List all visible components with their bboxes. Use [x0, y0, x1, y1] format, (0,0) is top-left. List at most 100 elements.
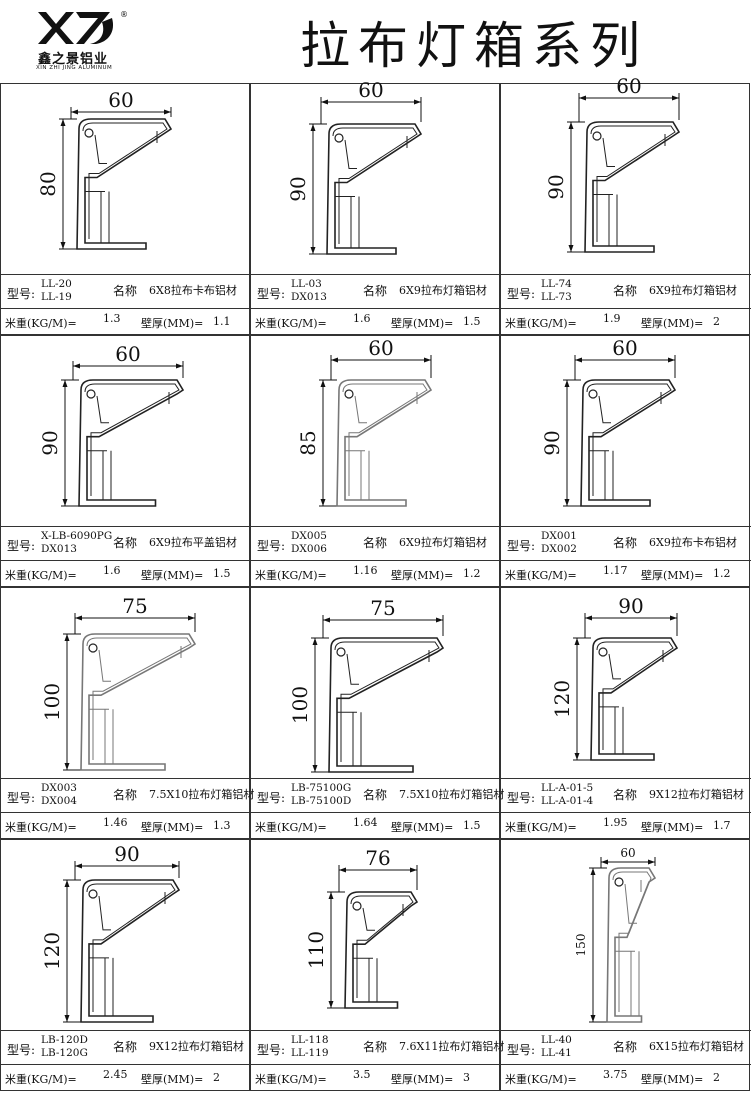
width-dimension: 60 — [612, 336, 637, 360]
height-dimension-line — [309, 123, 327, 255]
profile-outline — [586, 383, 672, 496]
profile-outline — [98, 646, 182, 682]
profile-outline — [336, 379, 433, 507]
product-name: 9X12拉布灯箱铝材 — [149, 1040, 244, 1053]
weight-value: 1.6 — [353, 312, 371, 325]
profile-drawing: 6090 — [544, 74, 681, 253]
height-dimension: 100 — [288, 686, 312, 724]
dimension-arrow — [339, 867, 346, 873]
name-label: 名称 — [113, 788, 138, 802]
name-label: 名称 — [113, 1040, 138, 1054]
dimension-arrow — [320, 499, 326, 506]
model-number: LL-119 — [291, 1047, 329, 1059]
company-logo: ® 鑫之景铝业 XIN ZHI JING ALUMINUM — [36, 8, 128, 72]
profile-outline — [94, 131, 158, 164]
width-dimension: 60 — [616, 74, 641, 98]
dimension-arrow — [312, 765, 318, 772]
dimension-arrow — [64, 880, 70, 887]
dimension-arrow — [410, 867, 417, 873]
weight-value: 1.95 — [603, 816, 628, 829]
height-dimension: 80 — [36, 171, 60, 196]
name-label: 名称 — [113, 536, 138, 550]
thickness-value: 1.7 — [713, 819, 731, 832]
xzj-logo-icon — [38, 12, 114, 44]
thickness-label: 壁厚(MM)= — [141, 569, 204, 582]
thickness-value: 2 — [213, 1071, 220, 1084]
product-name: 7.5X10拉布灯箱铝材 — [399, 788, 505, 801]
profile-outline — [89, 708, 114, 764]
dimension-arrow — [62, 499, 68, 506]
dimension-arrow — [590, 1015, 596, 1022]
dimension-arrow — [320, 380, 326, 387]
height-dimension-line — [327, 891, 345, 1009]
model-label: 型号: — [257, 539, 286, 553]
clip-hook — [588, 389, 598, 399]
product-name: 7.6X11拉布灯箱铝材 — [399, 1040, 505, 1053]
profile-outline — [590, 637, 679, 761]
dimension-arrow — [328, 892, 334, 899]
width-dimension-line — [578, 93, 680, 122]
weight-value: 3.5 — [353, 1068, 371, 1081]
name-label: 名称 — [363, 284, 388, 298]
thickness-label: 壁厚(MM)= — [641, 1073, 704, 1086]
profile-outline — [337, 711, 362, 766]
model-number: LL-41 — [541, 1047, 572, 1059]
weight-value: 1.17 — [603, 564, 628, 577]
height-dimension-line — [61, 379, 79, 507]
thickness-label: 壁厚(MM)= — [391, 569, 454, 582]
clip-hook — [614, 877, 624, 887]
profile-outline — [84, 383, 180, 496]
height-dimension-line — [319, 379, 337, 507]
weight-label: 米重(KG/M)= — [505, 569, 577, 582]
height-dimension-line — [567, 121, 585, 253]
profile-outline — [326, 123, 423, 255]
model-number: DX005 — [291, 530, 327, 542]
profile-outline — [335, 196, 360, 248]
thickness-label: 壁厚(MM)= — [641, 821, 704, 834]
thickness-value: 2 — [713, 1071, 720, 1084]
dimension-arrow — [176, 363, 183, 369]
dimension-arrow — [575, 357, 582, 363]
dimension-arrow — [568, 122, 574, 129]
dimension-arrow — [414, 99, 421, 105]
product-name: 6X15拉布灯箱铝材 — [649, 1040, 744, 1053]
dimension-arrow — [568, 245, 574, 252]
dimension-arrow — [64, 634, 70, 641]
profile-outline — [624, 880, 642, 924]
name-label: 名称 — [613, 1040, 638, 1054]
model-label: 型号: — [7, 539, 36, 553]
model-label: 型号: — [507, 1043, 536, 1057]
profile-outline — [87, 450, 112, 500]
profile-outline — [78, 379, 185, 507]
thickness-label: 壁厚(MM)= — [641, 569, 704, 582]
dimension-arrow — [71, 109, 78, 115]
model-label: 型号: — [507, 539, 536, 553]
weight-label: 米重(KG/M)= — [255, 569, 327, 582]
thickness-label: 壁厚(MM)= — [391, 821, 454, 834]
width-dimension: 90 — [618, 594, 643, 618]
model-number: DX006 — [291, 543, 327, 555]
profile-drawing: 75100 — [288, 596, 445, 773]
weight-label: 米重(KG/M)= — [255, 1073, 327, 1086]
profile-drawing: 6090 — [540, 336, 677, 507]
model-number: LL-73 — [541, 291, 572, 303]
model-label: 型号: — [257, 1043, 286, 1057]
name-label: 名称 — [613, 536, 638, 550]
height-dimension-line — [59, 118, 77, 250]
model-number: LL-03 — [291, 278, 322, 290]
dimension-arrow — [668, 357, 675, 363]
